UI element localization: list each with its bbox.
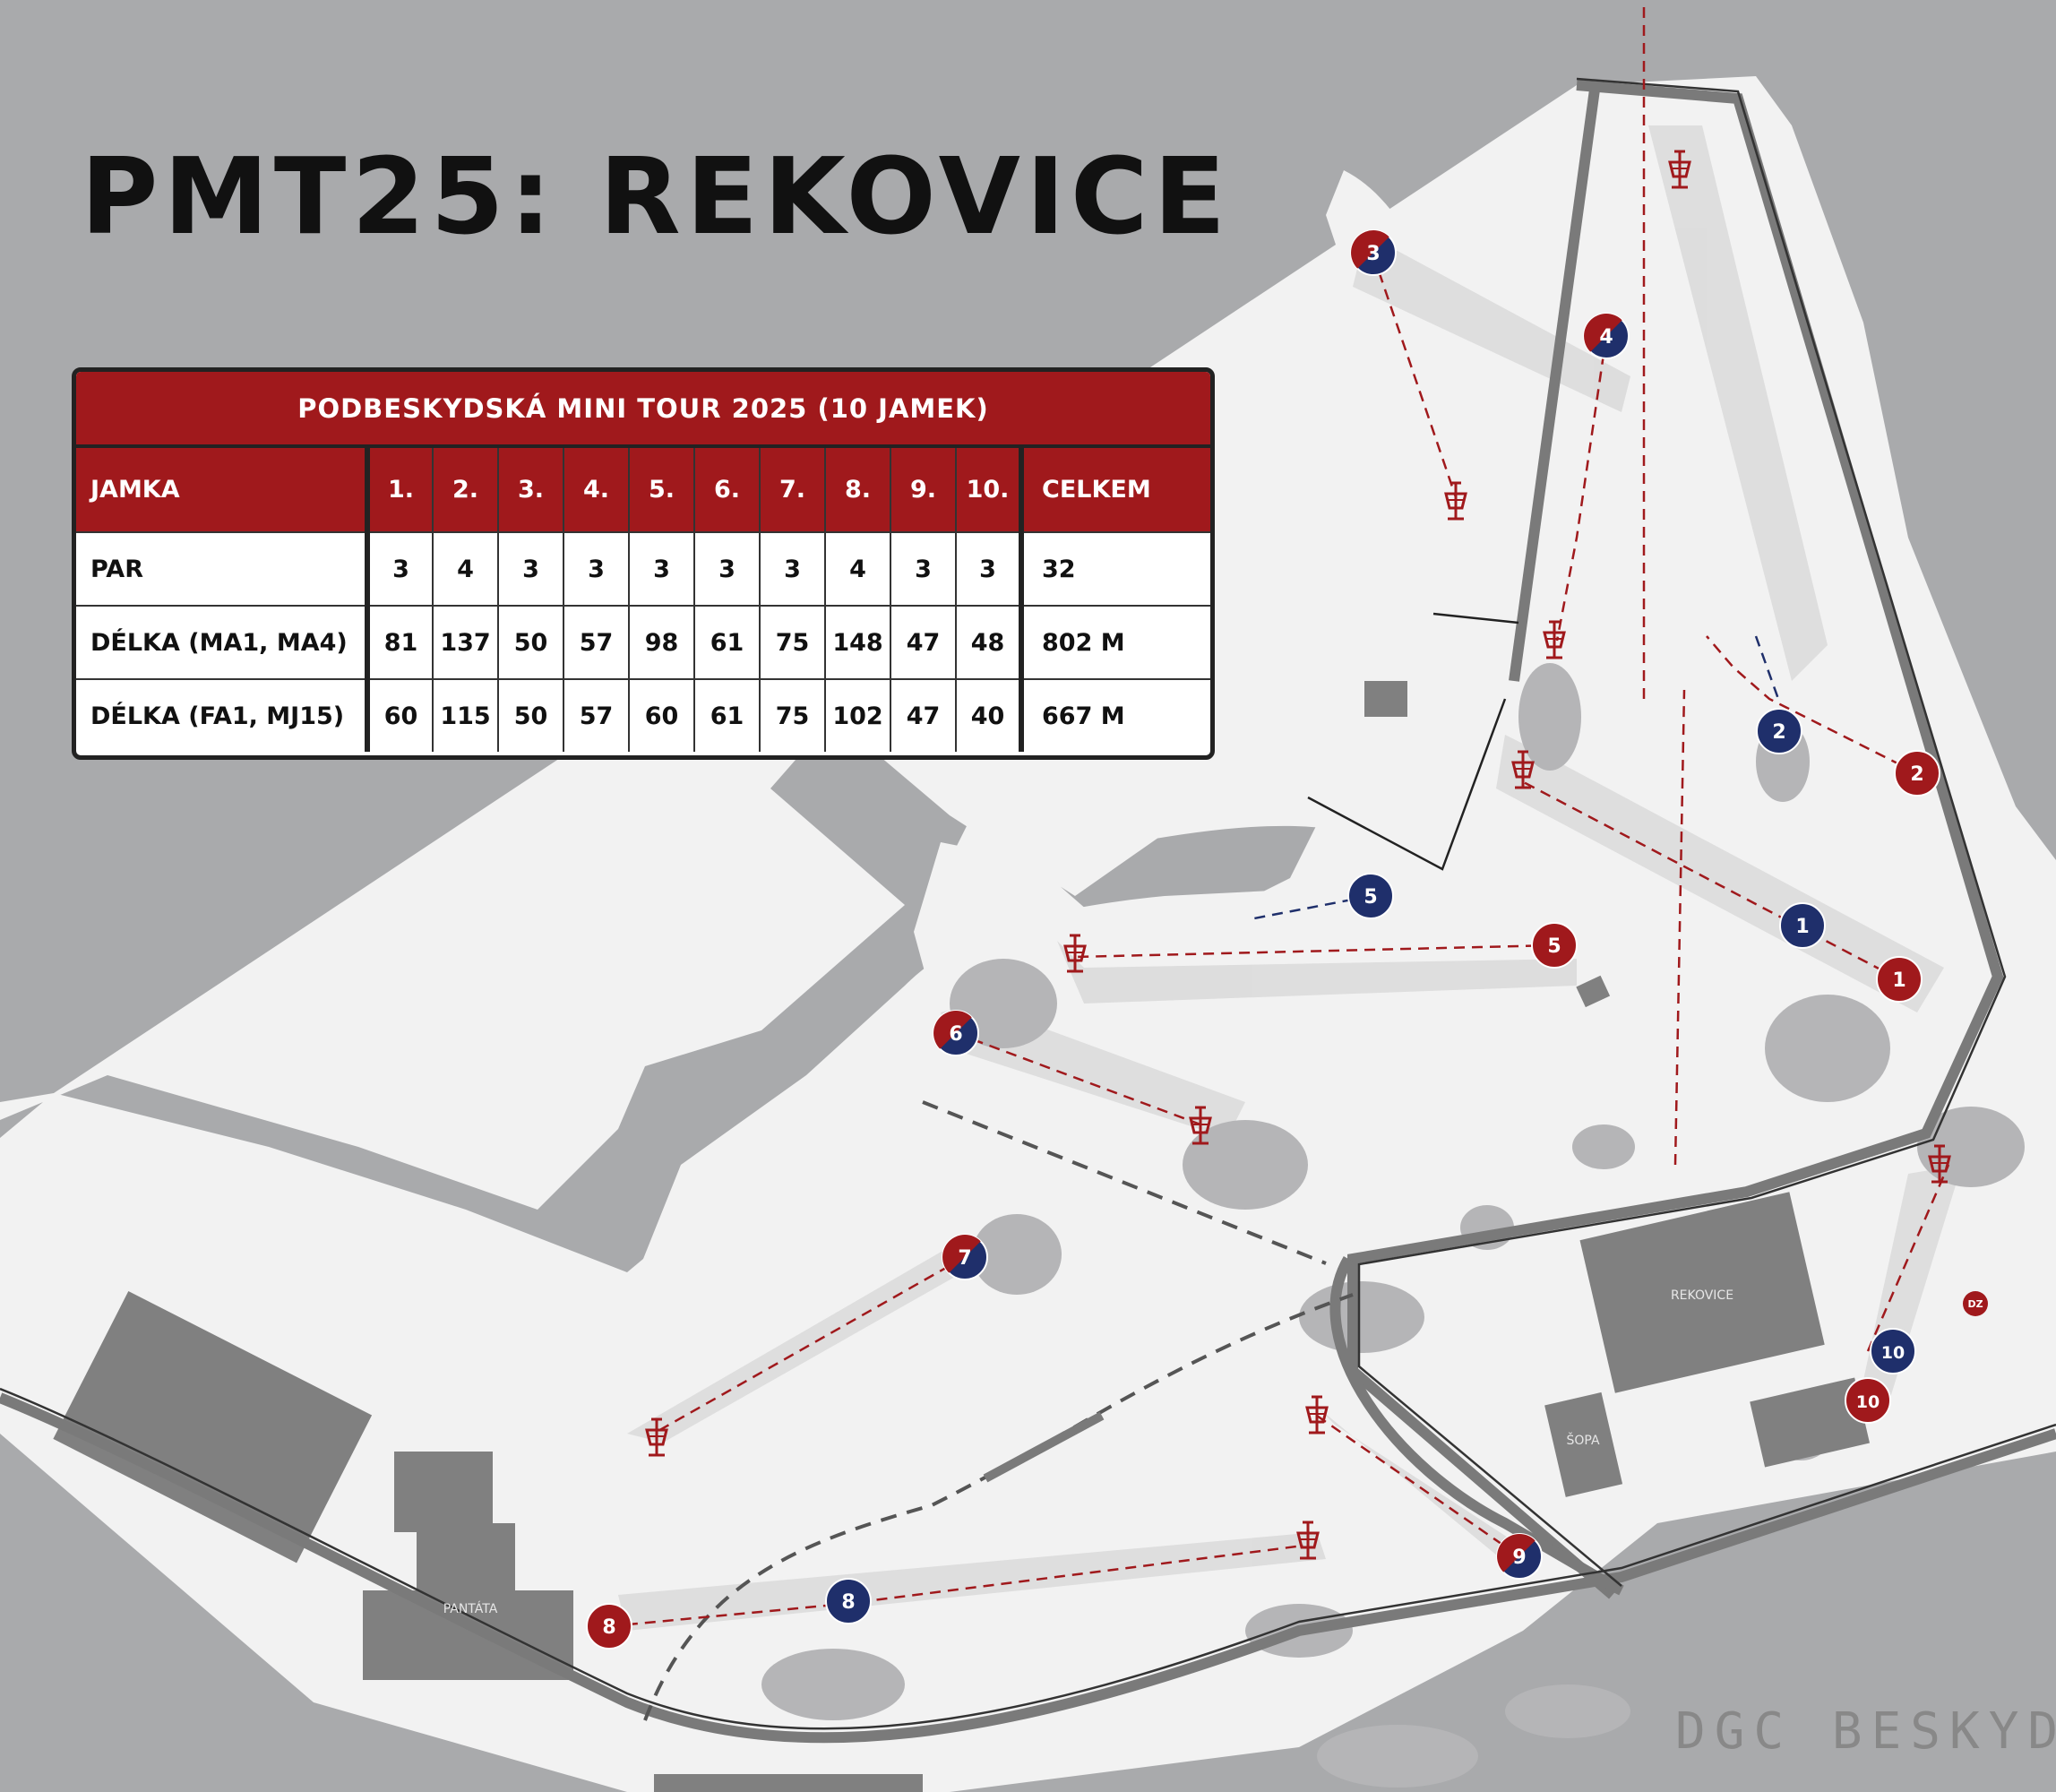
score-cell: 3 — [563, 531, 630, 607]
brand-logo: DGC BESKYD — [1675, 1702, 2056, 1761]
hole-header: 2. — [432, 448, 499, 533]
total-cell: 32 — [1019, 531, 1210, 607]
tee-marker-2-red: 2 — [1894, 750, 1940, 797]
road — [0, 80, 2056, 1744]
score-cell: 61 — [693, 605, 761, 680]
fence-lines — [1307, 612, 1519, 871]
tee-number: 5 — [1363, 886, 1377, 909]
score-cell: 98 — [628, 605, 695, 680]
drop-zone-marker — [1963, 1291, 1988, 1316]
score-cell: 137 — [432, 605, 499, 680]
score-cell: 75 — [759, 678, 826, 752]
tee-marker-1-blue: 1 — [1779, 902, 1826, 949]
tee-number: 2 — [1772, 721, 1785, 744]
row-label: PAR — [76, 531, 370, 607]
tee-marker-6-split: 6 — [933, 1010, 979, 1056]
tee-number: 1 — [1892, 969, 1905, 992]
bench — [983, 1411, 1105, 1483]
hole-header: 1. — [366, 448, 434, 533]
total-cell: 802 M — [1019, 605, 1210, 680]
hole-header: 6. — [693, 448, 761, 533]
tee-marker-9-split: 9 — [1496, 1533, 1543, 1580]
score-cell: 3 — [497, 531, 564, 607]
tee-marker-7-split: 7 — [942, 1234, 988, 1280]
score-cell: 148 — [824, 605, 891, 680]
total-header: CELKEM — [1019, 448, 1210, 533]
score-cell: 3 — [693, 531, 761, 607]
tee-marker-3-split: 3 — [1350, 229, 1397, 276]
scorecard-header-row: JAMKA 1. 2. 3. 4. 5. 6. 7. 8. 9. 10. CEL… — [76, 448, 1210, 533]
tee-marker-8-blue: 8 — [825, 1578, 872, 1624]
score-cell: 50 — [497, 678, 564, 752]
row-label: DÉLKA (FA1, MJ15) — [76, 678, 370, 752]
tee-number: 6 — [949, 1023, 962, 1046]
tee-number: 2 — [1910, 763, 1923, 786]
score-cell: 47 — [890, 678, 957, 752]
score-cell: 3 — [366, 531, 434, 607]
hole-header: 7. — [759, 448, 826, 533]
score-cell: 47 — [890, 605, 957, 680]
score-cell: 3 — [759, 531, 826, 607]
tee-number: 8 — [841, 1591, 855, 1614]
score-cell: 61 — [693, 678, 761, 752]
score-cell: 57 — [563, 678, 630, 752]
score-cell: 3 — [955, 531, 1022, 607]
hole-header: 5. — [628, 448, 695, 533]
tee-marker-5-red: 5 — [1531, 922, 1578, 969]
tee-number: 5 — [1547, 935, 1561, 958]
tee-number: 10 — [1856, 1392, 1880, 1412]
score-cell: 57 — [563, 605, 630, 680]
hole-header: 4. — [563, 448, 630, 533]
scorecard-heading: PODBESKYDSKÁ MINI TOUR 2025 (10 JAMEK) — [76, 372, 1210, 448]
buildings — [53, 681, 1871, 1792]
score-cell: 4 — [824, 531, 891, 607]
tee-number: 1 — [1795, 916, 1809, 938]
tee-marker-10-red: 10 — [1845, 1377, 1891, 1424]
tee-marker-10-blue: 10 — [1870, 1328, 1916, 1374]
tee-number: 8 — [602, 1616, 615, 1639]
score-cell: 50 — [497, 605, 564, 680]
tee-number: 10 — [1881, 1343, 1905, 1363]
page-title: PMT25: REKOVICE — [81, 134, 1232, 258]
score-cell: 3 — [628, 531, 695, 607]
hole-header: 3. — [497, 448, 564, 533]
hole-header: 9. — [890, 448, 957, 533]
walking-path — [643, 1100, 1354, 1721]
score-cell: 60 — [366, 678, 434, 752]
score-cell: 4 — [432, 531, 499, 607]
score-cell: 60 — [628, 678, 695, 752]
total-cell: 667 M — [1019, 678, 1210, 752]
scorecard-row-length-fa: DÉLKA (FA1, MJ15) 60 115 50 57 60 61 75 … — [76, 678, 1210, 752]
score-cell: 102 — [824, 678, 891, 752]
scorecard-row-length-ma: DÉLKA (MA1, MA4) 81 137 50 57 98 61 75 1… — [76, 605, 1210, 680]
tee-marker-1-red: 1 — [1876, 956, 1923, 1003]
score-cell: 3 — [890, 531, 957, 607]
score-cell: 40 — [955, 678, 1022, 752]
tee-marker-4-split: 4 — [1583, 313, 1630, 359]
score-cell: 115 — [432, 678, 499, 752]
road-outline — [0, 77, 2056, 1730]
tee-marker-5-blue: 5 — [1347, 873, 1394, 919]
row-label: DÉLKA (MA1, MA4) — [76, 605, 370, 680]
scorecard-table: JAMKA 1. 2. 3. 4. 5. 6. 7. 8. 9. 10. CEL… — [76, 448, 1210, 752]
score-cell: 81 — [366, 605, 434, 680]
score-cell: 75 — [759, 605, 826, 680]
scorecard: PODBESKYDSKÁ MINI TOUR 2025 (10 JAMEK) J… — [72, 367, 1215, 760]
hole-header: 8. — [824, 448, 891, 533]
tee-marker-8-red: 8 — [586, 1603, 632, 1650]
tee-marker-2-blue: 2 — [1756, 708, 1802, 754]
hole-header: 10. — [955, 448, 1022, 533]
tee-number: 7 — [958, 1247, 971, 1270]
score-cell: 48 — [955, 605, 1022, 680]
row-label-header: JAMKA — [76, 448, 370, 533]
tee-number: 3 — [1366, 243, 1380, 265]
scorecard-row-par: PAR 3 4 3 3 3 3 3 4 3 3 32 — [76, 531, 1210, 607]
tee-number: 4 — [1599, 326, 1613, 349]
tee-number: 9 — [1512, 1546, 1526, 1569]
